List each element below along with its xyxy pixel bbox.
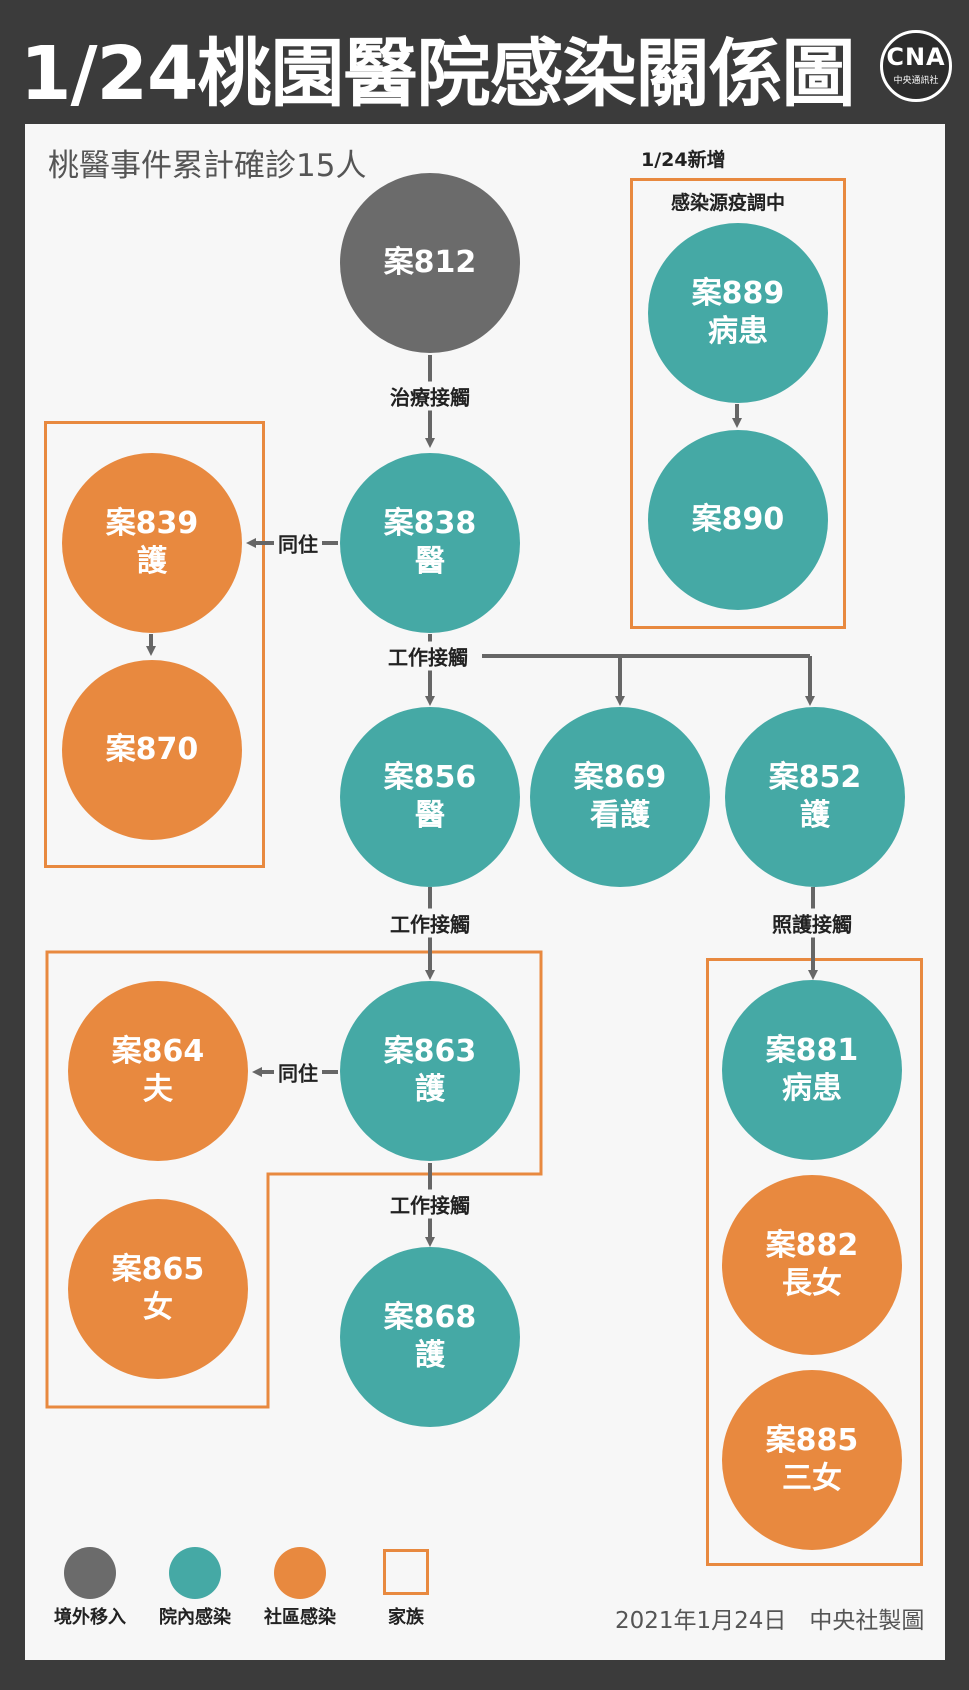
edge-label-treat: 治療接觸 [386, 381, 474, 411]
node-case-number: 案863 [383, 1034, 477, 1069]
new-group-date: 1/24新增 [641, 149, 726, 171]
node-case-885: 案885 三女 [722, 1370, 902, 1550]
node-role: 病患 [782, 1071, 842, 1106]
edge-label-cohabit-2: 同住 [274, 1057, 322, 1087]
legend-swatch-community [274, 1547, 326, 1599]
node-case-870: 案870 [62, 660, 242, 840]
node-case-number: 案885 [765, 1423, 859, 1458]
edge-label-care: 照護接觸 [768, 908, 856, 938]
node-case-856: 案856 醫 [340, 707, 520, 887]
node-case-number: 案889 [691, 276, 785, 311]
family-box-839 [44, 421, 265, 868]
node-role: 護 [800, 798, 830, 833]
node-case-number: 案864 [111, 1034, 205, 1069]
node-case-number: 案882 [765, 1228, 859, 1263]
node-case-number: 案869 [573, 760, 667, 795]
node-case-881: 案881 病患 [722, 980, 902, 1160]
node-role: 長女 [782, 1266, 842, 1301]
legend-label-family: 家族 [388, 1607, 424, 1628]
node-case-number: 案812 [383, 245, 477, 280]
node-case-890: 案890 [648, 430, 828, 610]
node-role: 女 [143, 1290, 173, 1325]
node-case-number: 案838 [383, 506, 477, 541]
node-role: 病患 [708, 314, 768, 349]
edge-label-work-1: 工作接觸 [384, 641, 472, 671]
node-role: 護 [415, 1338, 445, 1373]
legend-label-imported: 境外移入 [54, 1607, 126, 1628]
edge-label-work-2: 工作接觸 [386, 908, 474, 938]
node-role: 看護 [590, 798, 650, 833]
node-case-869: 案869 看護 [530, 707, 710, 887]
legend-label-community: 社區感染 [264, 1607, 336, 1628]
node-role: 三女 [782, 1461, 842, 1496]
node-case-882: 案882 長女 [722, 1175, 902, 1355]
cna-logo: CNA 中央通訊社 [880, 30, 952, 102]
node-case-865: 案865 女 [68, 1199, 248, 1379]
node-case-number: 案868 [383, 1300, 477, 1335]
credit-line: 2021年1月24日 中央社製圖 [615, 1608, 925, 1634]
node-case-number: 案890 [691, 502, 785, 537]
logo-mark: CNA [886, 43, 946, 71]
edge-label-cohabit-1: 同住 [274, 528, 322, 558]
node-role: 醫 [415, 798, 445, 833]
node-case-number: 案839 [105, 506, 199, 541]
legend-swatch-family [383, 1549, 429, 1595]
node-case-838: 案838 醫 [340, 453, 520, 633]
node-role: 夫 [143, 1072, 173, 1107]
node-case-812: 案812 [340, 173, 520, 353]
node-case-839: 案839 護 [62, 453, 242, 633]
legend-label-hospital: 院內感染 [159, 1607, 231, 1628]
node-case-number: 案870 [105, 732, 199, 767]
node-role: 護 [137, 544, 167, 579]
node-case-889: 案889 病患 [648, 223, 828, 403]
node-case-864: 案864 夫 [68, 981, 248, 1161]
node-case-868: 案868 護 [340, 1247, 520, 1427]
node-case-number: 案865 [111, 1252, 205, 1287]
node-role: 醫 [415, 544, 445, 579]
logo-subtext: 中央通訊社 [893, 76, 939, 86]
subtitle: 桃醫事件累計確診15人 [48, 148, 367, 184]
node-case-number: 案881 [765, 1033, 859, 1068]
node-case-852: 案852 護 [725, 707, 905, 887]
node-role: 護 [415, 1072, 445, 1107]
node-case-number: 案852 [768, 760, 862, 795]
edge-label-work-3: 工作接觸 [386, 1189, 474, 1219]
new-group-box [630, 178, 846, 629]
legend-swatch-imported [64, 1547, 116, 1599]
family-box-863 [45, 950, 543, 1409]
legend-swatch-hospital [169, 1547, 221, 1599]
new-group-status: 感染源疫調中 [671, 192, 786, 214]
node-case-863: 案863 護 [340, 981, 520, 1161]
page-title: 1/24桃園醫院感染關係圖 [20, 31, 855, 117]
node-case-number: 案856 [383, 760, 477, 795]
